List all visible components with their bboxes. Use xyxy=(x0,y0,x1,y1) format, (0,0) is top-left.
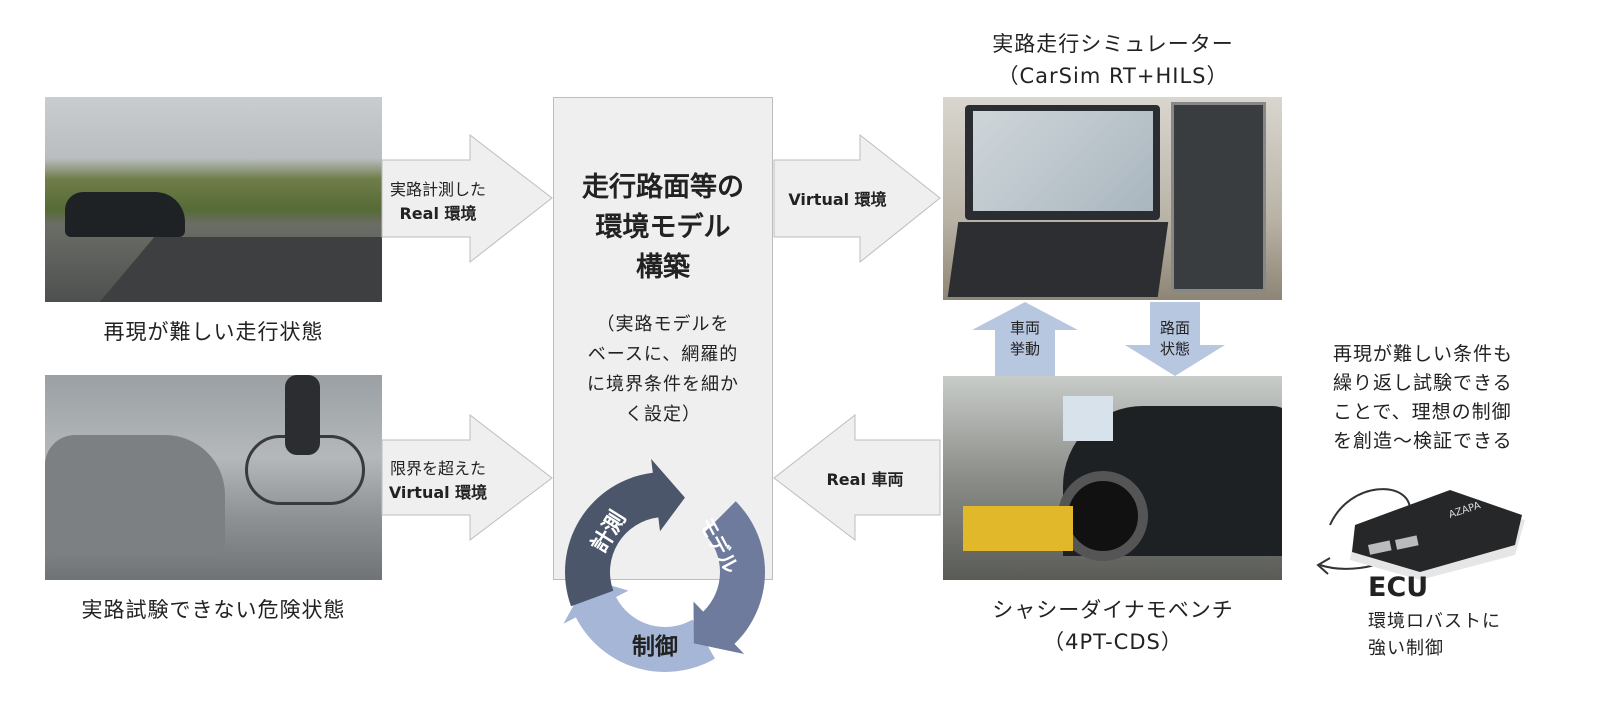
photo1-caption: 再現が難しい走行状態 xyxy=(103,320,324,344)
dyno-subtitle: （4PT-CDS） xyxy=(1043,630,1183,654)
simulator-title: 実路走行シミュレーター xyxy=(992,32,1234,56)
arrow-up-vehicle-behavior xyxy=(972,302,1078,376)
arrow-virtual-env-right xyxy=(773,133,941,264)
arrow-real-vehicle-label: Real 車両 xyxy=(826,470,904,489)
simulator-subtitle: （CarSim RT+HILS） xyxy=(997,64,1229,88)
cycle-control-label: 制御 xyxy=(632,634,678,660)
dyno-title: シャシーダイナモベンチ xyxy=(992,598,1234,622)
cycle-measure-arrow xyxy=(565,458,685,607)
ecu-illustration: AZAPA xyxy=(1316,488,1525,580)
simulator-photo xyxy=(943,97,1282,300)
ecu-description: 環境ロバストに強い制御 xyxy=(1368,611,1501,659)
cycle-control-arrow xyxy=(563,578,715,672)
environment-model-title: 走行路面等の環境モデル構築 xyxy=(582,172,744,283)
benefit-note: 再現が難しい条件も繰り返し試験できることで、理想の制御を創造～検証できる xyxy=(1333,343,1514,452)
chassis-dyno-photo xyxy=(943,376,1282,580)
cycle-diagram xyxy=(563,458,765,672)
vehicle-behavior-label: 車両挙動 xyxy=(1009,319,1040,358)
arrow-real-vehicle xyxy=(773,413,941,542)
road-rain-photo xyxy=(45,97,382,302)
arrow-down-road-state xyxy=(1125,302,1225,376)
road-state-label: 路面状態 xyxy=(1159,319,1190,358)
ecu-label: ECU xyxy=(1368,572,1429,603)
environment-model-subtitle: （実路モデルをベースに、網羅的に境界条件を細かく設定） xyxy=(587,314,739,425)
arrow-real-env xyxy=(381,133,553,264)
cyclist-danger-photo xyxy=(45,375,382,580)
arrow-virtual-env-right-label: Virtual 環境 xyxy=(788,190,887,209)
photo2-caption: 実路試験できない危険状態 xyxy=(81,598,346,622)
arrow-virtual-env-left xyxy=(381,413,553,542)
cycle-model-arrow xyxy=(693,501,765,655)
